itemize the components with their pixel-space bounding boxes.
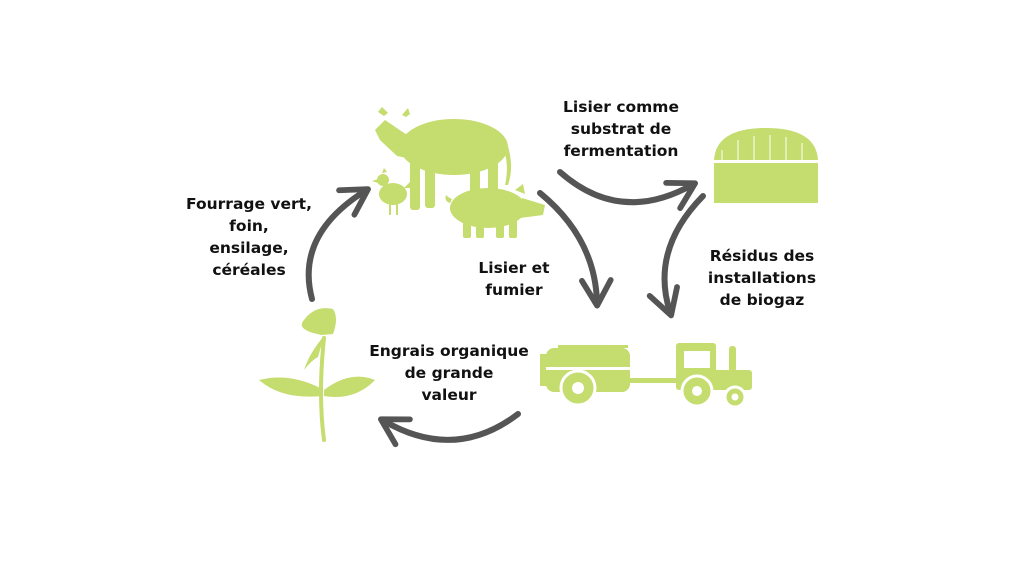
arrow-tractor-to-plant (378, 411, 521, 448)
label-slurry-manure: Lisier et fumier (478, 259, 550, 299)
plant-icon (259, 308, 375, 442)
label-organic-fertilizer: Engrais organique de grande valeur (369, 342, 529, 404)
label-slurry-substrate: Lisier comme substrat de fermentation (563, 98, 679, 160)
pig-icon (445, 184, 545, 238)
tractor-tanker-icon (540, 343, 752, 409)
arrow-plant-to-animals (305, 186, 371, 302)
chicken-icon (372, 168, 416, 215)
arrow-animals-to-tractor (537, 190, 614, 309)
arrow-biogas-to-tractor (646, 193, 706, 319)
label-fodder: Fourrage vert, foin, ensilage, céréales (186, 195, 312, 279)
biogas-dome-icon (714, 128, 818, 203)
label-biogas-residues: Résidus des installations de biogaz (707, 247, 817, 309)
cow-pig-chicken-icon (372, 107, 545, 238)
cycle-arrows (305, 169, 706, 448)
arrow-animals-to-biogas (557, 169, 699, 211)
